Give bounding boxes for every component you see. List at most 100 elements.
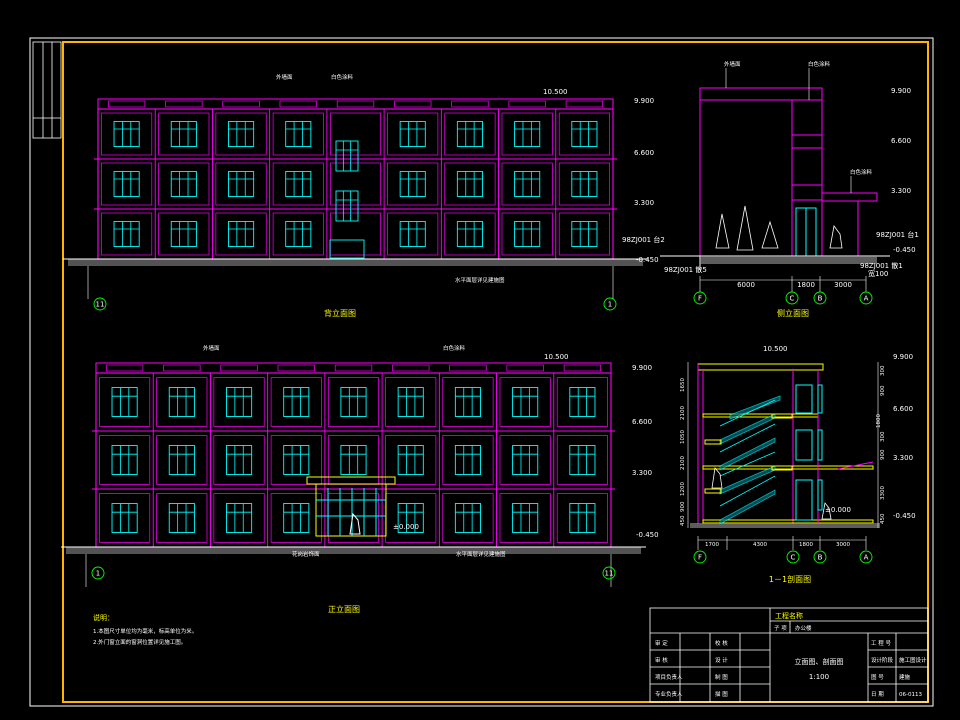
window xyxy=(170,171,197,197)
front-elevation-title: 正立面图 xyxy=(328,604,360,614)
window xyxy=(571,121,598,147)
window xyxy=(454,445,481,475)
side-note-a: 外墙面 xyxy=(724,60,741,68)
svg-text:A: A xyxy=(864,554,869,562)
title-block-cell: 施工图设计 xyxy=(899,656,927,664)
svg-text:A: A xyxy=(864,295,869,303)
window xyxy=(454,387,481,417)
side-note-b: 白色涂料 xyxy=(808,60,831,68)
tb-project-label: 工程名称 xyxy=(775,611,803,620)
tb-sub-value: 办公楼 xyxy=(795,624,812,632)
rear-level-1: 9.900 xyxy=(634,97,654,105)
svg-text:2100: 2100 xyxy=(680,456,686,470)
svg-text:450: 450 xyxy=(680,515,686,526)
title-block-cell: 描 图 xyxy=(715,690,728,698)
window xyxy=(335,140,359,172)
section-dim-lines xyxy=(687,362,879,550)
rear-note-mid: 白色涂料 xyxy=(331,73,354,81)
notes-line-1: 1.本图尺寸单位均为毫米，标高单位为米。 xyxy=(93,627,197,635)
window xyxy=(228,121,255,147)
svg-text:F: F xyxy=(698,554,702,562)
window xyxy=(456,121,483,147)
side-axis-f: F xyxy=(693,291,707,305)
rear-elev-top-label: 10.500 xyxy=(543,88,568,96)
svg-text:B: B xyxy=(818,295,823,303)
window xyxy=(111,387,138,417)
rear-ref-code: 98ZJ001 台2 xyxy=(622,235,665,244)
title-block-cell: 校 核 xyxy=(715,639,728,647)
title-block-text: 工程名称 子 项 办公楼 立面图、剖面图 1:100 审 定校 核审 核设 计项… xyxy=(655,611,927,698)
svg-text:C: C xyxy=(791,554,796,562)
notes-line-2: 2.外门窗立面的窗洞位置详见施工图。 xyxy=(93,638,186,646)
window xyxy=(454,503,481,533)
window xyxy=(228,221,255,247)
front-axis-left: 1 xyxy=(91,566,105,580)
tb-sub-label: 子 项 xyxy=(774,625,787,632)
window xyxy=(111,445,138,475)
section-elev-top: 10.500 xyxy=(763,345,788,353)
svg-text:1: 1 xyxy=(608,301,612,309)
side-ref-a: 98ZJ001 台1 xyxy=(876,230,919,239)
front-entrance xyxy=(306,476,396,537)
side-elevation-body xyxy=(660,87,890,270)
side-dim-2: 1800 xyxy=(797,281,815,289)
window xyxy=(168,445,195,475)
rear-elevation: 10.500 9.900 6.600 3.300 -0.450 98ZJ001 … xyxy=(63,73,665,318)
rear-elevation-title: 背立面图 xyxy=(324,308,356,318)
window xyxy=(340,387,367,417)
front-level-1: 9.900 xyxy=(632,364,652,372)
window xyxy=(113,121,140,147)
window xyxy=(571,221,598,247)
side-elevation: 外墙面 白色涂料 白色涂料 9.900 6.600 3.300 -0.450 9… xyxy=(660,60,919,318)
side-axis-c: C xyxy=(785,291,799,305)
window xyxy=(226,503,253,533)
front-elevation-facade xyxy=(61,362,646,587)
rear-axis-right: 1 xyxy=(603,297,617,311)
window xyxy=(340,445,367,475)
title-block-cell: 设计阶段 xyxy=(871,656,894,664)
side-ref-b: 98ZJ001 散5 xyxy=(664,265,707,274)
front-level-2: 6.600 xyxy=(632,418,652,426)
window xyxy=(514,221,541,247)
rear-axis-left: 11 xyxy=(93,297,107,311)
window xyxy=(283,445,310,475)
sheet-outer-border xyxy=(29,37,934,707)
rear-level-3: 3.300 xyxy=(634,199,654,207)
window xyxy=(512,503,539,533)
front-level-3: 3.300 xyxy=(632,469,652,477)
window xyxy=(456,171,483,197)
front-zero-level: ±0.000 xyxy=(393,523,419,531)
rear-level-4: -0.450 xyxy=(636,256,659,264)
section-dims-left: 1650 2100 1050 2100 1200 900 450 xyxy=(680,378,686,526)
svg-text:11: 11 xyxy=(96,301,105,309)
svg-text:C: C xyxy=(790,295,795,303)
window xyxy=(335,190,359,222)
section-title: 1－1剖面图 xyxy=(769,574,811,584)
svg-text:300: 300 xyxy=(880,365,886,376)
window xyxy=(569,445,596,475)
side-axis-b: B xyxy=(813,291,827,305)
svg-text:1200: 1200 xyxy=(680,482,686,496)
title-block-cell: 设 计 xyxy=(715,656,728,664)
svg-text:1050: 1050 xyxy=(680,430,686,444)
section-stair xyxy=(719,395,781,525)
title-block-cell: 日 期 xyxy=(871,691,884,698)
side-elevation-title: 侧立面图 xyxy=(777,308,809,318)
section-level-1: 9.900 xyxy=(893,353,913,361)
front-note-mid: 白色涂料 xyxy=(443,344,466,352)
window xyxy=(170,221,197,247)
side-note-c: 白色涂料 xyxy=(850,168,873,176)
window xyxy=(397,503,424,533)
window xyxy=(399,171,426,197)
section-axis-f: F xyxy=(693,550,707,564)
front-elevation: 10.500 9.900 6.600 3.300 -0.450 ±0.000 外… xyxy=(61,344,659,614)
section-level-2: 6.600 xyxy=(893,405,913,413)
svg-text:450: 450 xyxy=(880,513,886,524)
window xyxy=(168,503,195,533)
section-dim-b4: 3000 xyxy=(836,542,850,548)
section-level-4: -0.450 xyxy=(893,512,916,520)
rear-level-2: 6.600 xyxy=(634,149,654,157)
title-block-cell: 专业负责人 xyxy=(655,690,683,698)
tb-drawing-title: 立面图、剖面图 xyxy=(795,657,844,666)
title-block-cell: 项目负责人 xyxy=(655,673,683,681)
